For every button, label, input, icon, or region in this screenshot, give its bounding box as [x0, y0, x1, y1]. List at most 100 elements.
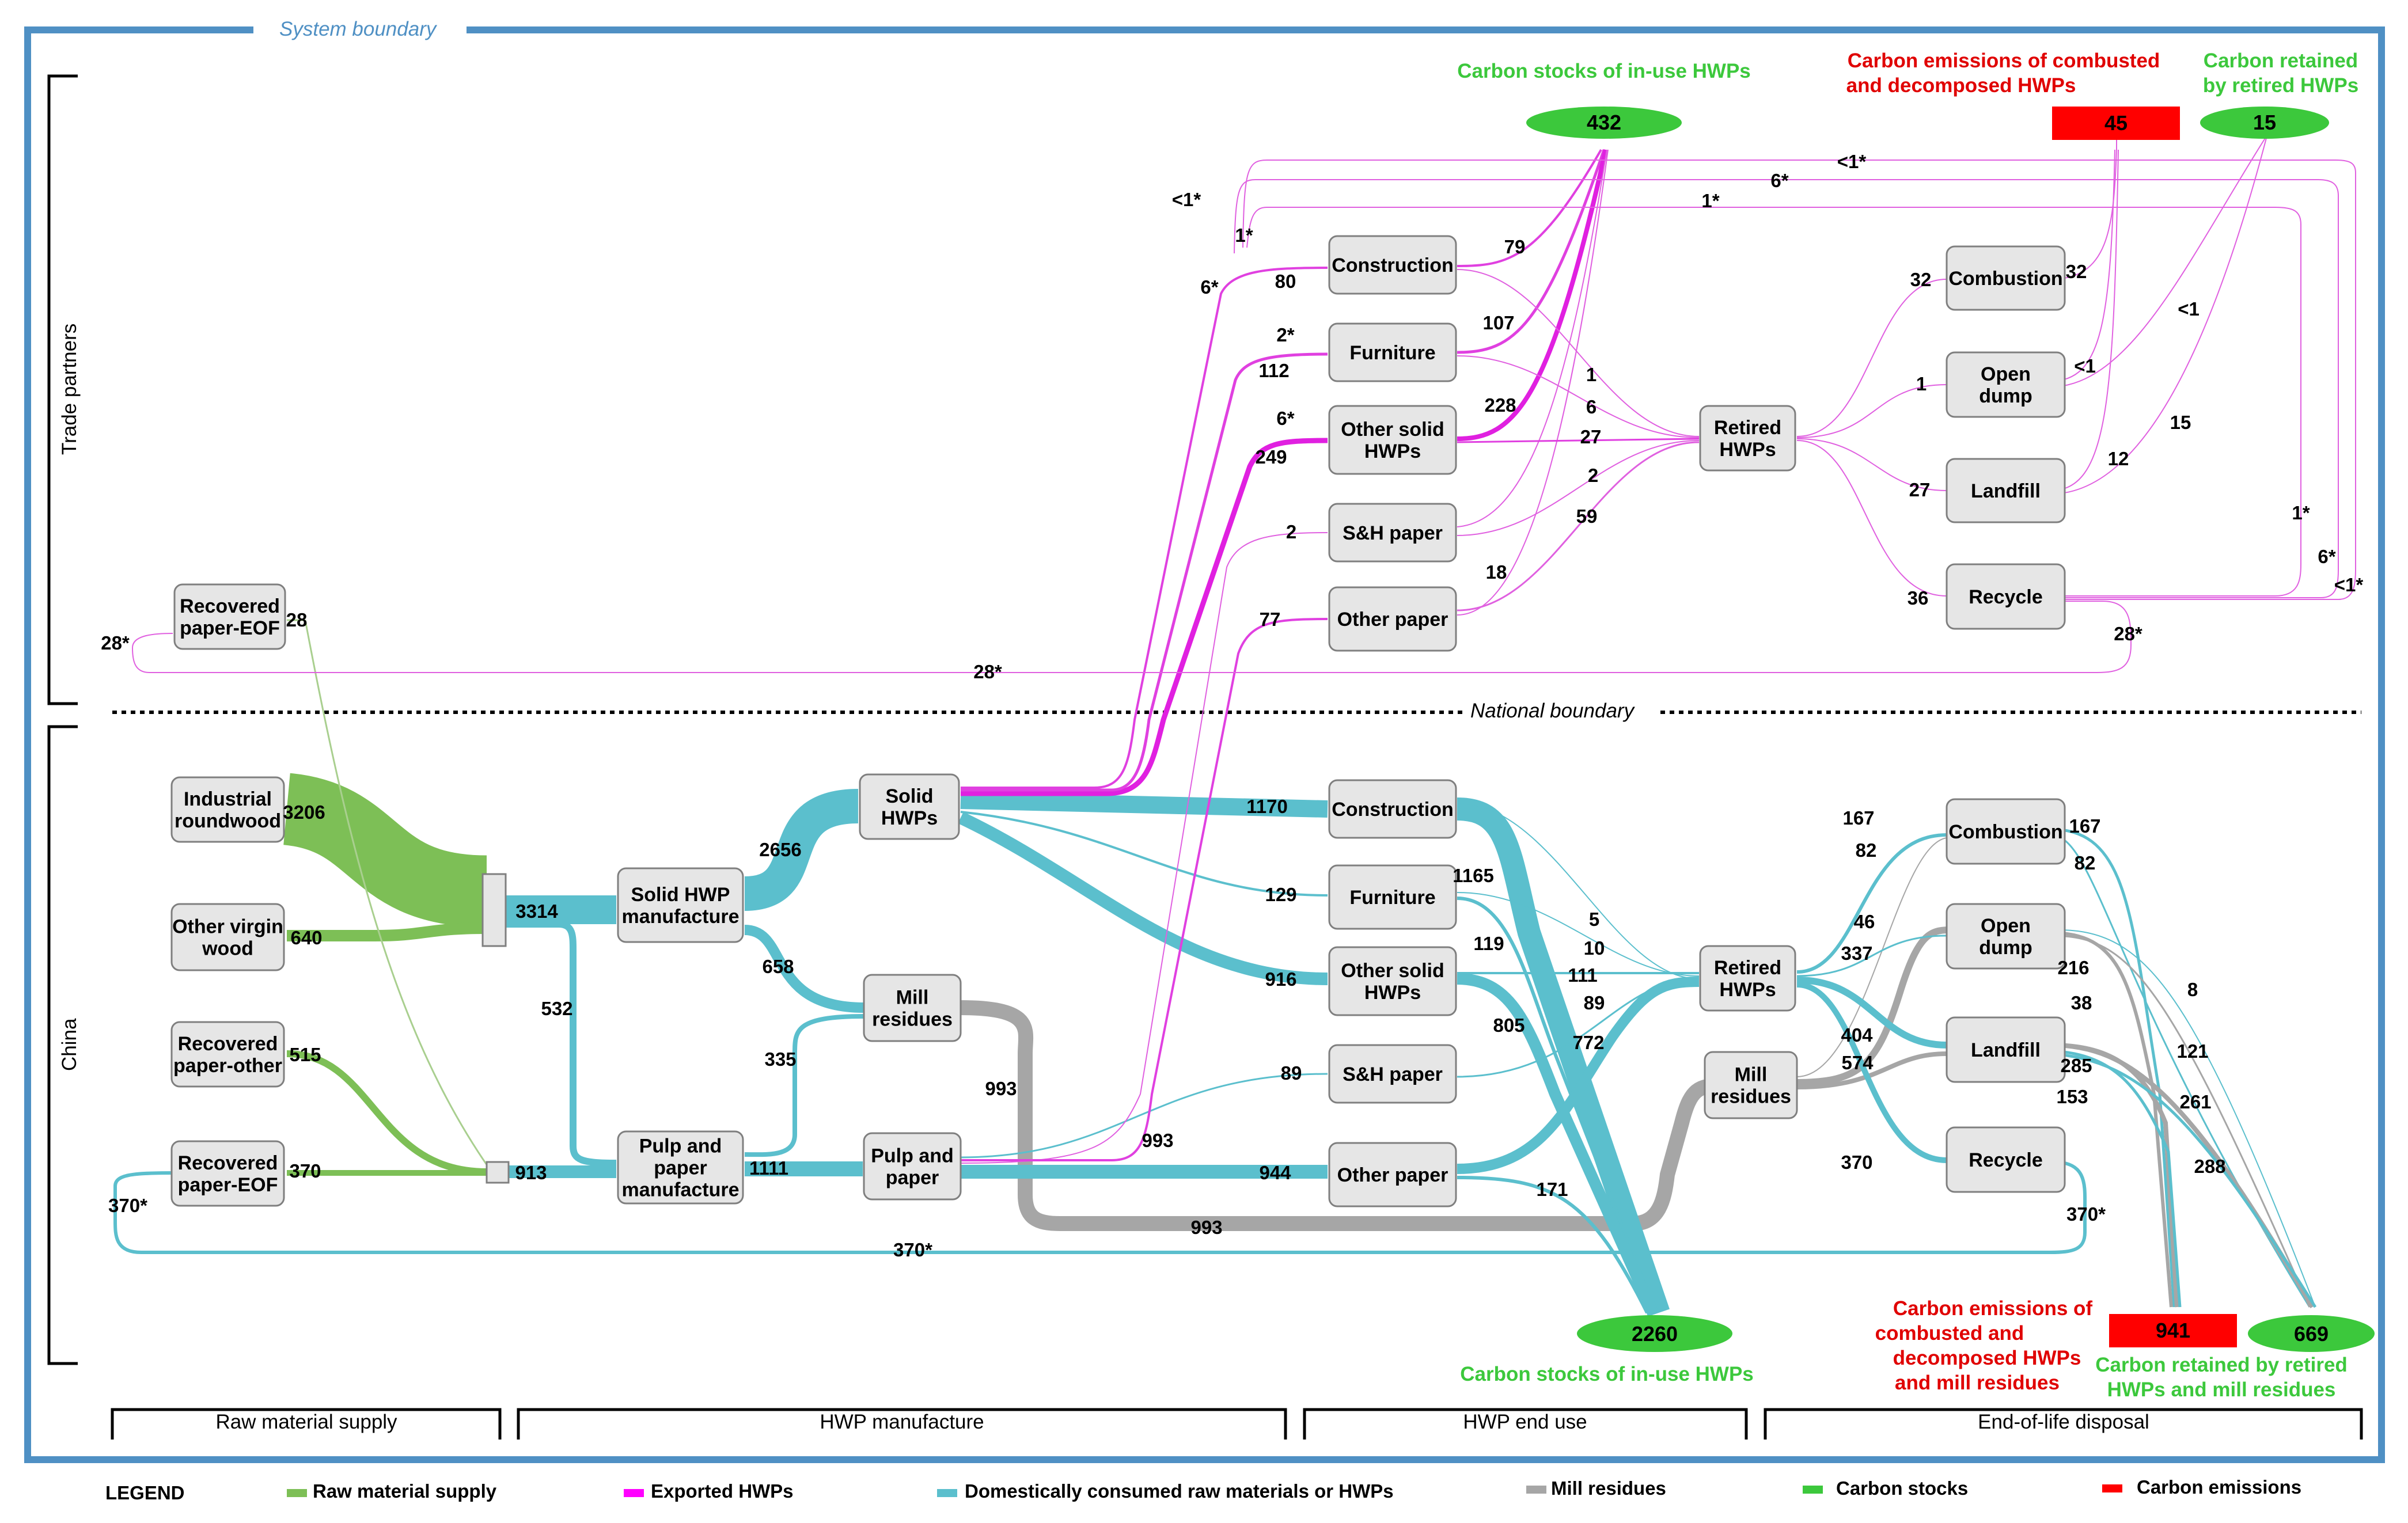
- flow-solid-manuf-to-pulp-manuf: [495, 921, 617, 1167]
- flow-label: 27: [1580, 426, 1602, 447]
- node-label: paper: [654, 1157, 707, 1179]
- flow-label: 153: [2056, 1086, 2088, 1107]
- legend-emission: Carbon emissions: [2137, 1476, 2301, 1498]
- flow-label: 28*: [2114, 623, 2142, 644]
- flow-labels: 2828*28*<1*1*6*<1*6*1*802*1126*249277791…: [101, 151, 2363, 1260]
- flow-retired-to-recycle: [1796, 982, 1947, 1163]
- flow-furniture-to-retired: [1457, 892, 1700, 977]
- legend-swatch-raw: [287, 1489, 307, 1497]
- flow-label: 993: [1190, 1217, 1222, 1238]
- flow-open-dump-teal-to-retained: [2050, 929, 2316, 1308]
- flow-construction-to-stock: [1457, 797, 1670, 1317]
- legend-title: LEGEND: [105, 1482, 185, 1503]
- node-box: [1328, 322, 1457, 382]
- node-other-paper-t: Other paper: [1328, 586, 1457, 652]
- flow-pulp-paper-to-sh-paper: [960, 1073, 1328, 1159]
- flow-label: 36: [1908, 587, 1929, 609]
- node-label: Recycle: [1969, 586, 2043, 608]
- flow-export-other-solid: [961, 438, 1328, 796]
- flow-label: 285: [2060, 1055, 2092, 1076]
- node-box: [1946, 798, 2066, 865]
- flow-solid-manuf-to-mill: [744, 925, 864, 1013]
- flow-solid-hwps-to-construction: [960, 792, 1328, 818]
- node-label: S&H paper: [1343, 1064, 1443, 1085]
- trade-partners-label: Trade partners: [58, 324, 81, 455]
- node-label: Recovered: [180, 595, 280, 617]
- flow-label: 8: [2187, 979, 2198, 1000]
- flow-label: 2656: [759, 839, 801, 860]
- flow-label: 1*: [1701, 190, 1719, 211]
- flow-label: 89: [1584, 992, 1605, 1013]
- flow-label: 82: [1856, 840, 1877, 861]
- node-label: Furniture: [1349, 342, 1435, 364]
- node-label: dump: [1979, 385, 2032, 407]
- node-label: Furniture: [1349, 887, 1435, 909]
- system-boundary-label: System boundary: [279, 18, 438, 40]
- flow-other-solid-to-stock: [1457, 973, 1659, 1316]
- stage-brackets: [111, 1408, 2363, 1440]
- node-box: [617, 1130, 744, 1205]
- flow-t-retired-to-open-dump: [1796, 384, 1947, 438]
- flow-label: 167: [2069, 815, 2100, 837]
- node-box: [170, 776, 285, 843]
- flow-label: 80: [1275, 271, 1296, 292]
- node-combustion-t: Combustion: [1946, 245, 2066, 311]
- node-label: manufacture: [621, 1179, 739, 1201]
- flow-label: 1170: [1246, 796, 1288, 817]
- flow-t-combustion-to-emission: [2050, 132, 2117, 280]
- node-label: paper-EOF: [180, 617, 280, 639]
- flow-label: 370: [289, 1160, 321, 1182]
- flow-label: 28*: [101, 632, 130, 654]
- retained-trade-caption-2: by retired HWPs: [2203, 74, 2358, 97]
- flow-label: 46: [1854, 911, 1875, 932]
- flow-recovered-paper-eof-import: [304, 620, 491, 1169]
- retained-trade-ellipse: [2200, 107, 2329, 139]
- node-box: [859, 773, 960, 840]
- flow-export-construction: [961, 267, 1328, 789]
- flow-retired-to-landfill: [1796, 977, 1947, 1049]
- legend-swatch-mill: [1526, 1486, 1546, 1494]
- node-other-paper-c: Other paper: [1328, 1142, 1457, 1207]
- node-label: Industrial: [184, 788, 272, 810]
- flow-label: 77: [1260, 609, 1281, 630]
- flow-label: 12: [2108, 448, 2129, 469]
- retained-china-ellipse: [2248, 1315, 2375, 1352]
- flow-t-furniture-to-stock: [1457, 149, 1606, 354]
- flow-label: 335: [764, 1049, 796, 1070]
- node-label: HWPs: [1364, 440, 1421, 462]
- flow-combustion-to-retained: [2050, 834, 2311, 1308]
- flow-other-paper-to-retired: [1457, 977, 1700, 1174]
- national-boundary-label: National boundary: [1470, 700, 1636, 722]
- emission-china-box: [2109, 1314, 2237, 1347]
- flow-label: 6*: [1770, 170, 1788, 191]
- flow-label: 216: [2057, 957, 2089, 978]
- flow-solid-hwps-to-other-solid: [958, 812, 1328, 985]
- node-label: HWPs: [881, 807, 938, 829]
- flow-label: 993: [1142, 1130, 1173, 1151]
- flow-t-construction-to-retired: [1457, 269, 1700, 437]
- node-label: Recovered: [178, 1152, 278, 1174]
- retained-trade-value: 15: [2253, 111, 2276, 134]
- flow-t-sh-paper-to-stock: [1457, 149, 1607, 527]
- node-label: paper-other: [173, 1055, 282, 1077]
- node-box: [1699, 945, 1796, 1012]
- flow-label: 228: [1484, 394, 1516, 416]
- node-sh-paper-c: S&H paper: [1328, 1044, 1457, 1104]
- flow-label: <1*: [2334, 574, 2364, 595]
- retained-china-value: 669: [2294, 1322, 2329, 1346]
- flow-label: 370*: [893, 1239, 932, 1260]
- node-label: roundwood: [175, 810, 281, 832]
- node-label: wood: [202, 938, 253, 960]
- node-label: Open: [1981, 363, 2031, 385]
- stock-china-ellipse: [1577, 1315, 1732, 1352]
- node-box: [1328, 586, 1457, 652]
- system-boundary: System boundary: [24, 18, 2385, 1463]
- flow-label: 89: [1281, 1062, 1302, 1084]
- node-label: HWPs: [1364, 982, 1421, 1004]
